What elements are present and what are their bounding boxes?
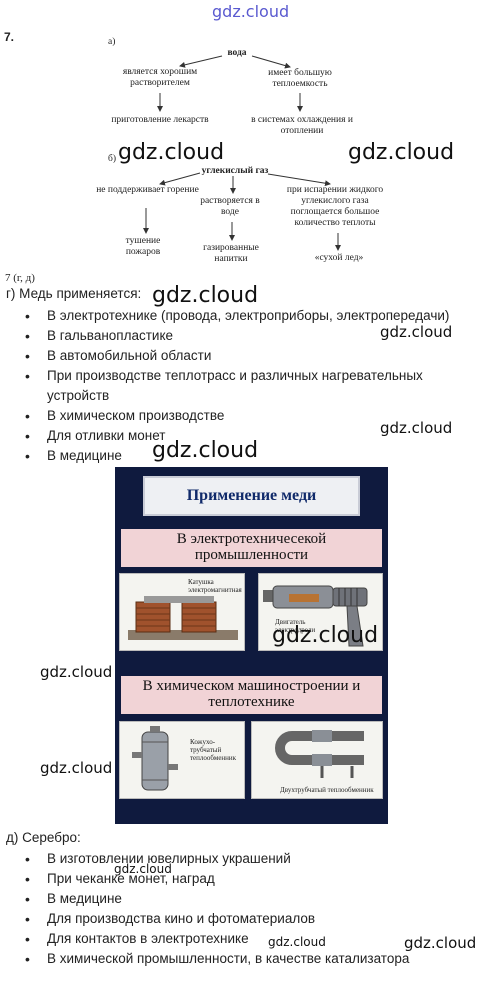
watermark: gdz.cloud — [272, 623, 379, 648]
coil-photo: Катушка электромагнитная — [119, 573, 245, 651]
list-item: При чеканке монет, наград — [25, 869, 492, 889]
watermark: gdz.cloud — [404, 934, 477, 952]
pipe-exchanger-label: Двухтрубчатый теплообменник — [280, 786, 374, 794]
watermark: gdz.cloud — [40, 663, 113, 681]
watermark-top: gdz.cloud — [212, 2, 290, 21]
watermark: gdz.cloud — [40, 759, 113, 777]
list-item: В химическом производстве — [25, 406, 492, 426]
diagram-a-label: а) — [108, 37, 116, 47]
diagram-a-root: вода — [227, 48, 247, 58]
watermark: gdz.cloud — [152, 283, 259, 308]
watermark: gdz.cloud — [114, 862, 172, 876]
diagram-b-left: не поддерживает горение — [96, 185, 199, 195]
diagram-b-label: б) — [108, 154, 116, 164]
drill-photo: Двигатель электродрели — [258, 573, 383, 651]
poster-band-chemical: В химическом машиностроении и теплотехни… — [121, 676, 382, 714]
section-ref: 7 (г, д) — [5, 272, 35, 284]
watermark: gdz.cloud — [380, 323, 453, 341]
pipe-exchanger-photo: Двухтрубчатый теплообменник — [251, 721, 383, 799]
list-item: В медицине — [25, 446, 492, 466]
poster-title: Применение меди — [143, 476, 360, 516]
silver-list: В изготовлении ювелирных украшений При ч… — [25, 849, 492, 969]
copper-list: В электротехнике (провода, электроприбор… — [25, 306, 492, 466]
list-item: В автомобильной области — [25, 346, 492, 366]
list-item: В электротехнике (провода, электроприбор… — [25, 306, 492, 326]
list-item: Для отливки монет — [25, 426, 492, 446]
drill-label: Двигатель электродрели — [275, 618, 316, 634]
diagram-a-right-result: в системах охлаждения и отоплении — [251, 115, 353, 136]
diagram-b-right-result: «сухой лед» — [314, 253, 364, 263]
pipe-exchanger-illustration — [275, 730, 364, 778]
diagram-b-middle: растворяется в воде — [200, 196, 260, 217]
list-item: В гальванопластике — [25, 326, 492, 346]
list-item: В химической промышленности, в качестве … — [25, 949, 492, 969]
copper-uses-poster: Применение меди В электротехничесекой пр… — [115, 467, 388, 824]
copper-heading: г) Медь применяется: — [6, 286, 142, 301]
diagram-b-left-result: тушение пожаров — [125, 236, 161, 257]
watermark: gdz.cloud — [268, 935, 326, 949]
list-item: Для производства кино и фотоматериалов — [25, 909, 492, 929]
list-item: Для контактов в электротехнике — [25, 929, 492, 949]
watermark: gdz.cloud — [380, 419, 453, 437]
shell-exchanger-illustration — [132, 726, 178, 791]
silver-heading: д) Серебро: — [6, 830, 81, 845]
shell-exchanger-label: Кожухо-трубчатый теплообменник — [190, 738, 237, 762]
task-number: 7. — [4, 30, 15, 44]
list-item: В медицине — [25, 889, 492, 909]
coil-illustration — [128, 596, 238, 640]
coil-label: Катушка электромагнитная — [188, 578, 242, 594]
watermark: gdz.cloud — [152, 438, 259, 463]
diagram-a-left-result: приготовление лекарств — [111, 115, 209, 125]
drill-illustration — [263, 585, 368, 647]
poster-band-electrotech: В электротехничесекой промышленности — [121, 529, 382, 567]
list-item: В изготовлении ювелирных украшений — [25, 849, 492, 869]
watermark: gdz.cloud — [348, 140, 455, 165]
watermark: gdz.cloud — [118, 140, 225, 165]
diagram-b-root: углекислый газ — [201, 166, 269, 176]
diagram-b-right: при испарении жидкого углекислого газа п… — [286, 185, 384, 228]
diagram-arrows — [143, 55, 341, 251]
diagram-b-middle-result: газированные напитки — [203, 243, 259, 264]
diagram-a-right: имеет большую теплоемкость — [268, 68, 332, 89]
diagram-a-left: является хорошим растворителем — [122, 67, 198, 88]
shell-exchanger-photo: Кожухо-трубчатый теплообменник — [119, 721, 245, 799]
list-item: При производстве теплотрасс и различных … — [25, 366, 467, 406]
